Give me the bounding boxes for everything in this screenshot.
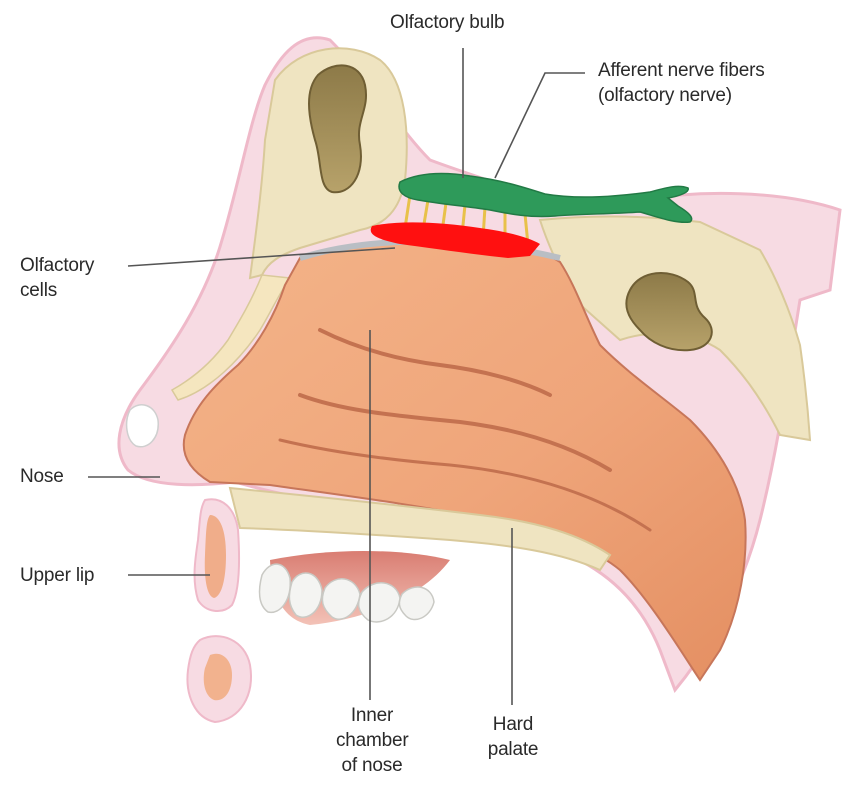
label-olfactory-cells: Olfactory cells (20, 253, 94, 303)
label-afferent-line2: (olfactory nerve) (598, 83, 765, 108)
label-olfactory-bulb: Olfactory bulb (390, 10, 504, 35)
label-nose: Nose (20, 464, 64, 489)
label-inner-line3: of nose (336, 753, 408, 778)
label-inner-line2: chamber (336, 728, 408, 753)
label-olfactory-cells-line1: Olfactory (20, 253, 94, 278)
label-afferent-line1: Afferent nerve fibers (598, 58, 765, 83)
nostril (127, 405, 159, 447)
label-inner-line1: Inner (336, 703, 408, 728)
label-hard-line1: Hard (478, 712, 548, 737)
leader-afferent-fibers (495, 73, 585, 178)
label-afferent-nerve-fibers: Afferent nerve fibers (olfactory nerve) (598, 58, 765, 108)
label-upper-lip: Upper lip (20, 563, 94, 588)
label-hard-palate: Hard palate (478, 712, 548, 762)
label-olfactory-cells-line2: cells (20, 278, 94, 303)
label-inner-chamber-of-nose: Inner chamber of nose (336, 703, 408, 778)
label-hard-line2: palate (478, 737, 548, 762)
